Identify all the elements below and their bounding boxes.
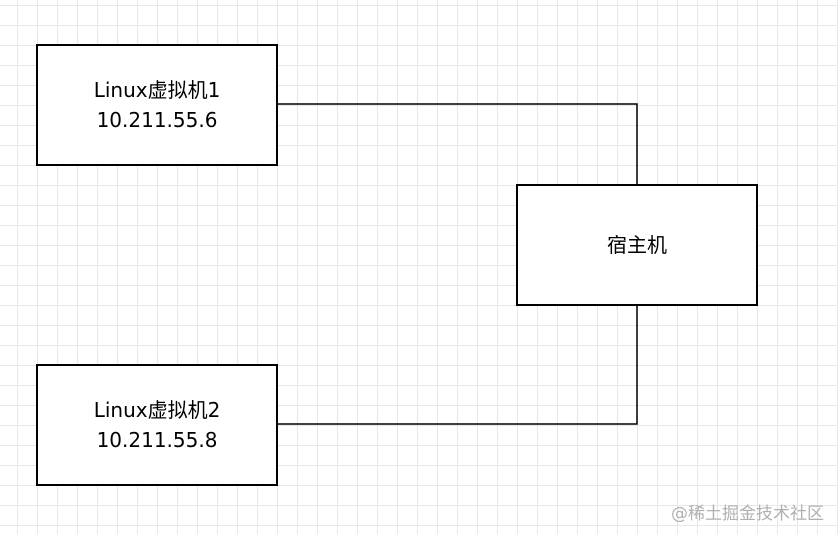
node-linux-vm-2[interactable]: Linux虚拟机2 10.211.55.8	[36, 364, 278, 486]
node-ip: 10.211.55.8	[96, 428, 218, 452]
node-ip: 10.211.55.6	[96, 108, 218, 132]
node-host-machine[interactable]: 宿主机	[516, 184, 758, 306]
node-linux-vm-1[interactable]: Linux虚拟机1 10.211.55.6	[36, 44, 278, 166]
connector-vm2-to-host	[278, 306, 638, 425]
watermark-text: @稀土掘金技术社区	[671, 504, 824, 524]
connector-vm1-to-host	[278, 103, 638, 184]
node-label: 宿主机	[607, 233, 667, 257]
node-label: Linux虚拟机2	[93, 398, 221, 422]
node-label: Linux虚拟机1	[93, 78, 221, 102]
